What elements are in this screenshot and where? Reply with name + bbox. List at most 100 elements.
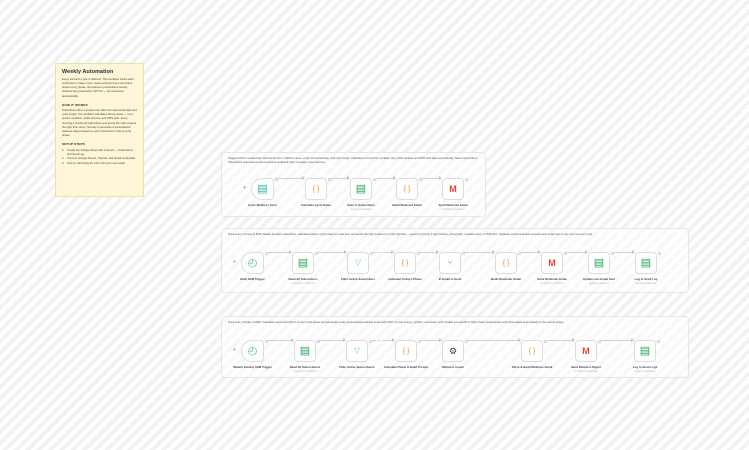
node-label: Cycle Wellness Form [247, 203, 278, 207]
node-output-port[interactable] [265, 252, 268, 255]
code-icon: { } [403, 185, 411, 193]
add-node-plus-icon[interactable]: + [233, 347, 236, 353]
node-calculate-todays-phase[interactable]: { } Calculate Today's Phase [388, 252, 422, 281]
node-output-port[interactable] [598, 340, 601, 343]
group-note-onboarding: Triggered when a subscriber submits the … [228, 157, 478, 164]
node-output-port[interactable] [317, 340, 320, 343]
node-output-port[interactable] [611, 252, 614, 255]
node-output-port[interactable] [465, 340, 468, 343]
node-output-port[interactable] [419, 178, 422, 181]
code-icon: { } [502, 259, 510, 267]
node-output-port[interactable] [315, 252, 318, 255]
node-output-port[interactable] [658, 252, 661, 255]
node-label: Filter Active Subscribers1 [339, 365, 375, 369]
sticky-note-setup-heading: SETUP STEPS [62, 142, 85, 146]
node-subtitle: undefined undefined [574, 369, 598, 373]
node-label: Build Welcome Email [392, 203, 422, 207]
node-output-port[interactable] [417, 252, 420, 255]
add-node-plus-icon[interactable]: + [243, 185, 246, 191]
code-icon: { } [312, 185, 320, 193]
node-cycle-wellness-form[interactable]: ▤ Cycle Wellness Form [248, 178, 277, 207]
connector [421, 338, 442, 343]
node-calculate-cycle-dates[interactable]: { } Calculate Cycle Dates [301, 178, 331, 207]
node-output-port[interactable] [328, 178, 331, 181]
node-output-port[interactable] [265, 340, 268, 343]
gmail-icon: M [449, 183, 457, 194]
clock-icon: ◴ [247, 256, 258, 269]
form-icon: ▤ [257, 182, 268, 195]
connector-label: true [470, 252, 476, 254]
group-note-weekly-digest: Runs every Sunday at 9AM. Calculates eac… [228, 321, 564, 324]
group-note-daily-reminders: Runs every morning at 8AM. Reads all act… [228, 233, 594, 236]
connector [521, 250, 541, 255]
node-label: Daily 8AM Trigger [240, 277, 265, 281]
node-label: Wellness Coach [441, 365, 465, 369]
node-subtitle: append undefined [635, 281, 657, 285]
node-label: IF Email to Send [438, 277, 462, 281]
node-parse-build-wellness-email[interactable]: { } Parse & Build Wellness Email [512, 340, 552, 369]
gmail-icon: M [582, 345, 590, 356]
google-sheets-icon: ▤ [640, 256, 652, 269]
connector [547, 338, 575, 343]
node-output-port[interactable] [518, 252, 521, 255]
connector [420, 250, 439, 255]
connector [278, 176, 305, 181]
node-output-port[interactable] [462, 252, 465, 255]
connector [318, 250, 347, 255]
node-output-port[interactable] [418, 340, 421, 343]
node-output-port[interactable] [465, 178, 468, 181]
connector [601, 338, 634, 343]
add-node-plus-icon[interactable]: + [233, 259, 236, 265]
node-daily-8am-trigger[interactable]: ◴ Daily 8AM Trigger [240, 252, 265, 281]
sticky-note-title: Weekly Automation [62, 69, 114, 75]
node-build-welcome-email[interactable]: { } Build Welcome Email [392, 178, 422, 207]
node-subtitle: undefined undefined [293, 369, 317, 373]
node-output-port[interactable] [275, 178, 278, 181]
sticky-note-setup-steps: Create the Google Sheet with 2 sheets — … [62, 149, 138, 167]
if-branch-icon: ⑂ [447, 258, 453, 267]
connector [268, 338, 294, 343]
node-filter-active-subscribers[interactable]: ▽ Filter Active Subscribers [341, 252, 375, 281]
sticky-note[interactable]: Weekly Automation Every woman's cycle is… [55, 63, 144, 197]
node-filter-active-subscribers-1[interactable]: ▽ Filter Active Subscribers1 [339, 340, 375, 369]
node-weekly-sunday-9am-trigger[interactable]: ◴ Weekly Sunday 9AM Trigger [233, 340, 272, 369]
node-calculate-phase-build-prompt[interactable]: { } Calculate Phase & Build Prompt [384, 340, 428, 369]
node-output-port[interactable] [657, 340, 660, 343]
node-output-port[interactable] [564, 252, 567, 255]
node-subtitle: update undefined [588, 281, 610, 285]
connector [422, 176, 442, 181]
node-label: Parse & Build Wellness Email [511, 365, 553, 369]
node-output-port[interactable] [370, 252, 373, 255]
node-output-port[interactable] [544, 340, 547, 343]
node-subtitle: append undefined [634, 369, 656, 373]
google-sheets-icon: ▤ [639, 344, 651, 357]
setup-step: Test by submitting the form with your ow… [62, 161, 125, 166]
connector [372, 338, 395, 343]
connector [465, 250, 495, 255]
node-output-port[interactable] [369, 340, 372, 343]
node-output-port[interactable] [373, 178, 376, 181]
clock-icon: ◴ [247, 344, 258, 357]
node-build-reminder-email[interactable]: { } Build Reminder Email [491, 252, 521, 281]
code-icon: { } [402, 347, 410, 355]
connector [614, 250, 635, 255]
node-if-email-to-send[interactable]: ⑂ IF Email to Send [439, 252, 461, 281]
connector-label: true [376, 340, 382, 342]
code-icon: { } [401, 259, 409, 267]
node-wellness-coach[interactable]: ⚙ Wellness Coach [442, 340, 464, 369]
node-label: Weekly Sunday 9AM Trigger [233, 365, 272, 369]
